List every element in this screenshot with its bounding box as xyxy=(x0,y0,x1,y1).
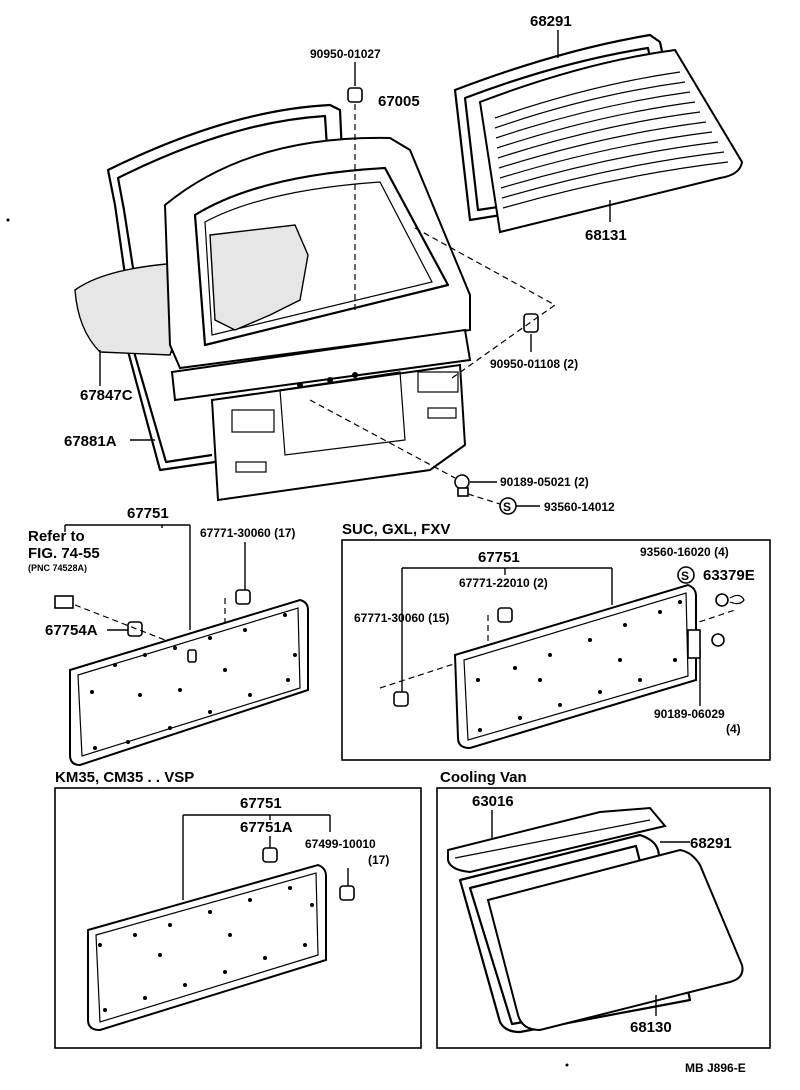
label-93560-14012: 93560-14012 xyxy=(544,500,615,514)
cooling-van-box: Cooling Van 63016 68291 68130 xyxy=(436,769,771,1049)
label-63379E: 63379E xyxy=(703,567,755,584)
screw-90189-06029 xyxy=(711,633,725,647)
label-67847C: 67847C xyxy=(80,387,133,404)
clip-67499-10010 xyxy=(339,885,355,901)
label-68291-van: 68291 xyxy=(690,835,732,852)
defogger-lines xyxy=(494,71,729,209)
clip-67751A xyxy=(262,847,278,863)
label-90189-06029: 90189-06029 xyxy=(654,707,725,721)
fig-ref-text: FIG. 74-55 xyxy=(28,545,100,562)
label-67005: 67005 xyxy=(378,93,420,110)
trim-board-suc xyxy=(453,583,697,750)
label-67499-10010: 67499-10010 xyxy=(305,837,376,851)
washer-63379E xyxy=(715,593,729,607)
label-67771-30060-left: 67771-30060 (17) xyxy=(200,526,295,540)
label-93560-16020: 93560-16020 (4) xyxy=(640,545,729,559)
weatherstrip-68291-van xyxy=(458,833,692,1034)
left-trim-section: 67751 Refer to FIG. 74-55 (PNC 74528A) 6… xyxy=(28,505,309,767)
s-mark: S xyxy=(503,500,511,514)
weatherstrip-67881A xyxy=(123,339,216,472)
km35-cm35-vsp-box: KM35, CM35 . . VSP 67751 67751A 67499-10… xyxy=(54,769,422,1049)
clip-67771-30060-suc xyxy=(393,691,409,707)
glass-68291-68131 xyxy=(453,30,744,234)
label-67499-10010-qty: (17) xyxy=(368,853,389,867)
clip-90950-01108 xyxy=(414,227,557,379)
drawing-code: MB J896-E xyxy=(685,1061,746,1075)
label-90189-05021: 90189-05021 (2) xyxy=(500,475,589,489)
label-67751-suc: 67751 xyxy=(478,549,520,566)
label-63016: 63016 xyxy=(472,793,514,810)
label-68130: 68130 xyxy=(630,1019,672,1036)
trim-board-km35 xyxy=(87,863,327,1032)
suc-gxl-fxv-box: SUC, GXL, FXV 67751 67771-22010 (2) 6777… xyxy=(341,521,771,761)
clip-90950-01027 xyxy=(347,62,363,310)
ref-part-icon xyxy=(54,595,74,609)
label-67881A: 67881A xyxy=(64,433,117,450)
trim-board-left xyxy=(69,598,309,767)
label-67751A: 67751A xyxy=(240,819,293,836)
label-68131: 68131 xyxy=(585,227,627,244)
back-door-67005 xyxy=(163,136,472,502)
label-68291: 68291 xyxy=(530,13,572,30)
refer-to-text: Refer to xyxy=(28,528,85,545)
screw-93560-16020 xyxy=(677,566,695,584)
label-90950-01027: 90950-01027 xyxy=(310,47,381,61)
screw-90189-05021 xyxy=(309,399,497,497)
clip-67754A xyxy=(127,621,143,637)
glass-68130 xyxy=(486,848,744,1032)
label-67771-30060-suc: 67771-30060 (15) xyxy=(354,611,449,625)
screw-93560-14012: S xyxy=(467,493,540,515)
clip-67771-30060-left xyxy=(235,589,251,605)
label-67751-km35: 67751 xyxy=(240,795,282,812)
pnc-ref-text: (PNC 74528A) xyxy=(28,563,87,573)
km35-box-title: KM35, CM35 . . VSP xyxy=(55,769,194,786)
van-box-title: Cooling Van xyxy=(440,769,527,786)
label-67771-22010: 67771-22010 (2) xyxy=(459,576,548,590)
label-67751-left: 67751 xyxy=(127,505,169,522)
label-90950-01108: 90950-01108 (2) xyxy=(490,357,578,371)
suc-box-title: SUC, GXL, FXV xyxy=(342,521,450,538)
spoiler-63016 xyxy=(447,806,667,874)
clip-67771-22010 xyxy=(497,607,513,623)
s-mark-suc: S xyxy=(681,569,689,583)
label-67754A: 67754A xyxy=(45,622,98,639)
label-90189-06029-qty: (4) xyxy=(726,722,741,736)
